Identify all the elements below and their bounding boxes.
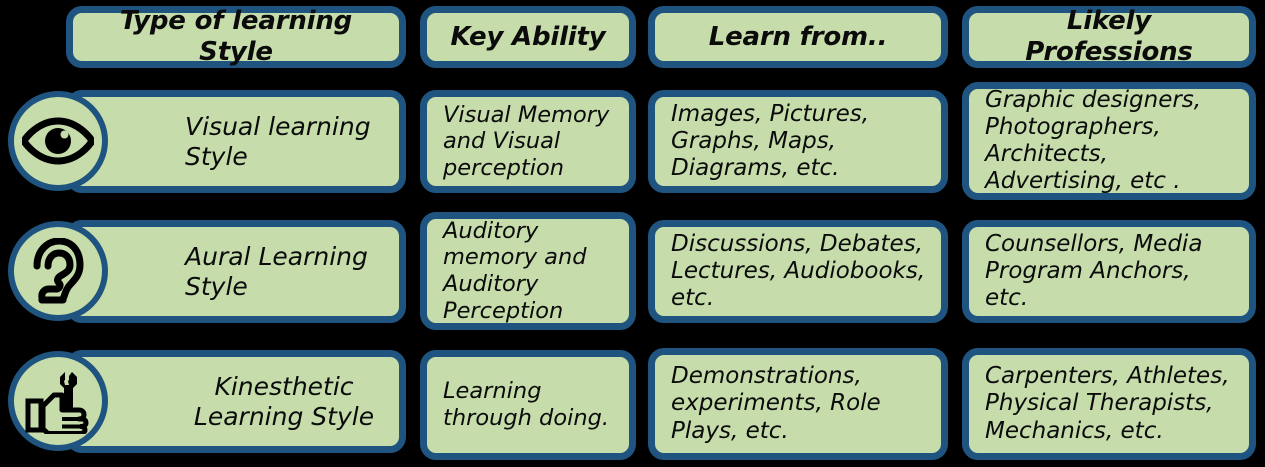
row-visual-ability-cell: Visual Memory and Visual perception xyxy=(420,90,636,193)
row-aural-learn-from-text: Discussions, Debates, Lectures, Audioboo… xyxy=(671,230,926,312)
row-kinesthetic-ability-text: Learning through doing. xyxy=(443,378,610,431)
column-header-professions: Likely Professions xyxy=(962,6,1256,68)
row-visual-learn-from-cell: Images, Pictures, Graphs, Maps, Diagrams… xyxy=(648,90,948,193)
column-header-learn-from-label: Learn from.. xyxy=(708,21,888,52)
row-aural-ability-text: Auditory memory and Auditory Perception xyxy=(443,217,587,324)
row-visual-learn-from-text: Images, Pictures, Graphs, Maps, Diagrams… xyxy=(671,100,870,182)
column-header-ability: Key Ability xyxy=(420,6,636,68)
row-visual-ability-text: Visual Memory and Visual perception xyxy=(443,101,610,181)
row-aural-ability-cell: Auditory memory and Auditory Perception xyxy=(420,212,636,330)
row-aural-style-label: Aural Learning Style xyxy=(185,242,368,301)
row-aural-style-cell: Aural Learning Style xyxy=(66,220,406,323)
row-aural-learn-from-cell: Discussions, Debates, Lectures, Audioboo… xyxy=(648,220,948,323)
eye-icon xyxy=(8,91,108,191)
row-kinesthetic-professions-text: Carpenters, Athletes, Physical Therapist… xyxy=(985,363,1230,444)
row-kinesthetic-style-label: Kinesthetic Learning Style xyxy=(193,372,375,431)
row-visual-professions-text: Graphic designers, Photographers, Archit… xyxy=(985,86,1202,195)
row-kinesthetic-ability-cell: Learning through doing. xyxy=(420,350,636,460)
column-header-learn-from: Learn from.. xyxy=(648,6,948,68)
row-aural-professions-text: Counsellors, Media Program Anchors, etc. xyxy=(985,230,1203,312)
row-kinesthetic-learn-from-cell: Demonstrations, experiments, Role Plays,… xyxy=(648,348,948,460)
row-visual-professions-cell: Graphic designers, Photographers, Archit… xyxy=(962,82,1256,200)
row-visual-style-label: Visual learning Style xyxy=(185,112,371,171)
row-visual-style-cell: Visual learning Style xyxy=(66,90,406,193)
row-kinesthetic-professions-cell: Carpenters, Athletes, Physical Therapist… xyxy=(962,348,1256,460)
column-header-style-label: Type of learning Style xyxy=(119,6,353,67)
column-header-professions-label: Likely Professions xyxy=(1025,6,1193,67)
row-kinesthetic-style-cell: Kinesthetic Learning Style xyxy=(66,350,406,453)
column-header-ability-label: Key Ability xyxy=(450,21,606,52)
column-header-style: Type of learning Style xyxy=(66,6,406,68)
hand-wrench-icon xyxy=(8,351,108,451)
ear-icon xyxy=(8,221,108,321)
row-kinesthetic-learn-from-text: Demonstrations, experiments, Role Plays,… xyxy=(671,363,881,444)
row-aural-professions-cell: Counsellors, Media Program Anchors, etc. xyxy=(962,220,1256,323)
